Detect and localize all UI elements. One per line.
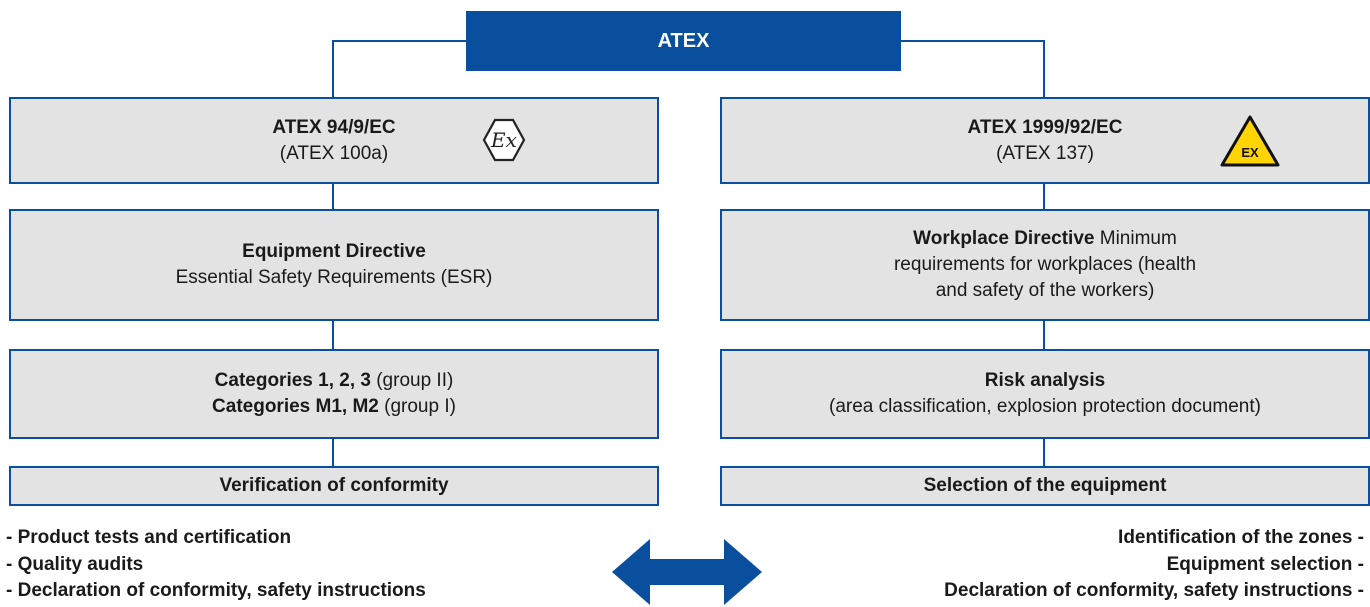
left-directive-subtitle: (ATEX 100a) xyxy=(279,142,389,164)
right-risk-box: Risk analysis (area classification, expl… xyxy=(720,349,1370,439)
atex-root-title: ATEX xyxy=(657,29,710,52)
right-scope-line2: requirements for workplaces (health xyxy=(893,254,1197,275)
list-item: Declaration of conformity, safety instru… xyxy=(944,580,1364,601)
left-directive-box: ATEX 94/9/EC (ATEX 100a) Ex xyxy=(9,97,659,184)
ex-warning-label: EX xyxy=(1241,145,1259,160)
ex-mark-icon: Ex xyxy=(482,118,526,162)
list-item: Equipment selection - xyxy=(1166,553,1364,575)
left-verification-title: Verification of conformity xyxy=(219,475,449,496)
left-scope-box: Equipment Directive Essential Safety Req… xyxy=(9,209,659,321)
list-item: - Quality audits xyxy=(6,553,144,575)
connector-left-2 xyxy=(332,320,334,350)
left-categories-line2-bold: Categories M1, M2 xyxy=(212,396,379,417)
left-verification-box: Verification of conformity xyxy=(9,466,659,506)
right-directive-title: ATEX 1999/92/EC xyxy=(967,116,1123,138)
right-selection-box: Selection of the equipment xyxy=(720,466,1370,506)
left-categories-box: Categories 1, 2, 3 (group II) Categories… xyxy=(9,349,659,439)
list-item: - Declaration of conformity, safety inst… xyxy=(6,580,426,601)
ex-mark-label: Ex xyxy=(490,128,517,152)
left-scope-title: Equipment Directive xyxy=(242,241,426,262)
left-categories-line2-rest: (group I) xyxy=(378,396,456,417)
left-bullet-list: - Product tests and certification - Qual… xyxy=(6,525,426,605)
left-categories-line2: Categories M1, M2 (group I) xyxy=(212,394,456,420)
connector-left-3 xyxy=(332,438,334,467)
connector-right-1 xyxy=(1043,183,1045,210)
right-bullet-list: Identification of the zones - Equipment … xyxy=(944,525,1364,605)
connector-left-1 xyxy=(332,183,334,210)
atex-root-node: ATEX xyxy=(466,11,901,71)
connector-top-left-horizontal xyxy=(333,40,468,42)
connector-top-right-horizontal xyxy=(900,40,1045,42)
right-scope-line1-rest: Minimum xyxy=(1094,228,1177,249)
left-directive-title: ATEX 94/9/EC xyxy=(272,116,396,138)
left-scope-text: Essential Safety Requirements (ESR) xyxy=(175,267,493,288)
connector-top-left-vertical xyxy=(332,40,334,98)
right-directive-subtitle: (ATEX 137) xyxy=(996,142,1094,164)
connector-top-right-vertical xyxy=(1043,40,1045,98)
connector-right-3 xyxy=(1043,438,1045,467)
right-directive-box: ATEX 1999/92/EC (ATEX 137) EX xyxy=(720,97,1370,184)
left-categories-line1-bold: Categories 1, 2, 3 xyxy=(214,370,371,391)
list-item: - Product tests and certification xyxy=(6,527,292,548)
ex-warning-triangle-icon: EX xyxy=(1220,115,1280,167)
right-scope-line3: and safety of the workers) xyxy=(935,280,1155,301)
left-categories-line1-rest: (group II) xyxy=(370,370,454,391)
right-scope-line1: Workplace Directive Minimum xyxy=(913,226,1177,252)
right-selection-title: Selection of the equipment xyxy=(923,475,1167,496)
list-item: Identification of the zones - xyxy=(1118,527,1364,548)
right-scope-title: Workplace Directive xyxy=(913,228,1095,249)
double-arrow-icon xyxy=(612,539,762,605)
connector-right-2 xyxy=(1043,320,1045,350)
right-scope-box: Workplace Directive Minimum requirements… xyxy=(720,209,1370,321)
left-categories-line1: Categories 1, 2, 3 (group II) xyxy=(215,368,454,394)
right-risk-text: (area classification, explosion protecti… xyxy=(829,396,1261,417)
right-risk-title: Risk analysis xyxy=(984,370,1106,391)
